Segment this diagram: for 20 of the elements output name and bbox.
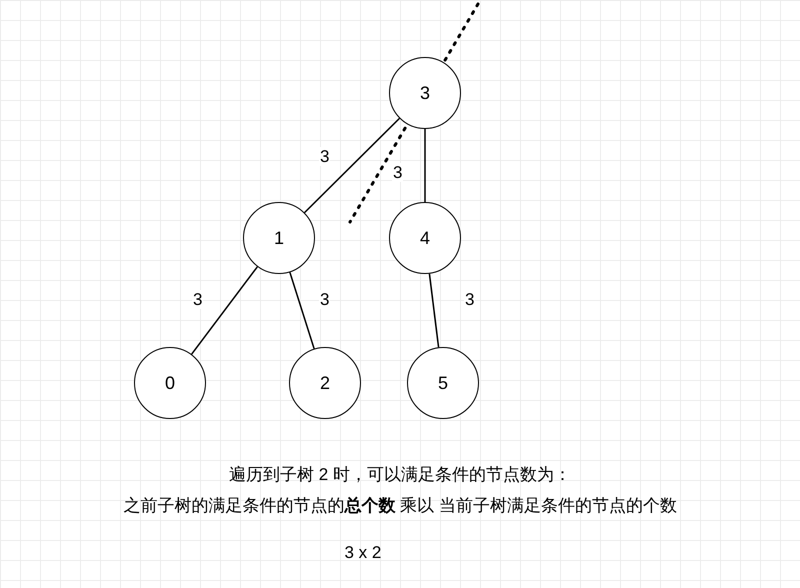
connector-line bbox=[191, 266, 258, 355]
tree-node-circle bbox=[389, 57, 461, 129]
caption-text: 3 x 2 bbox=[344, 543, 382, 563]
edge-label: 3 bbox=[319, 147, 330, 166]
node-number: 4 bbox=[420, 228, 430, 248]
edge-label: 3 bbox=[192, 290, 204, 309]
edge-label: 3 bbox=[319, 290, 330, 309]
node-number: 2 bbox=[320, 372, 330, 394]
connector-line bbox=[289, 272, 315, 349]
tree-node-circle bbox=[243, 202, 315, 274]
connector-line bbox=[304, 118, 400, 214]
node-number: 3 bbox=[420, 82, 430, 104]
node-number: 0 bbox=[164, 372, 175, 394]
connector-line bbox=[428, 274, 440, 348]
caption-text: 之前子树的满足条件的节点的总个数 乘以 当前子树满足条件的节点的个数 bbox=[124, 495, 677, 517]
caption-text: 遍历到子树 2 时，可以满足条件的节点数为： bbox=[229, 464, 571, 486]
node-number: 1 bbox=[274, 228, 284, 248]
connector-line bbox=[424, 129, 426, 202]
node-number: 5 bbox=[438, 372, 448, 394]
edge-label: 3 bbox=[392, 163, 404, 182]
